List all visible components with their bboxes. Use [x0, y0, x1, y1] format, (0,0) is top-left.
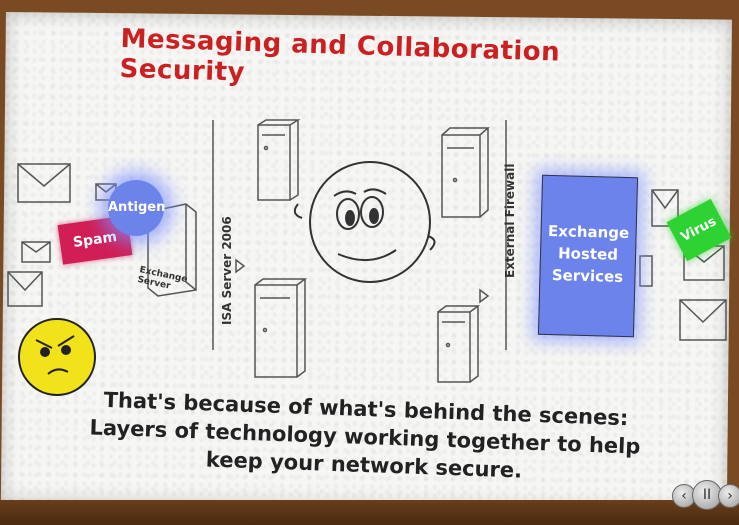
- exchange-hosted-services-box: Exchange Hosted Services: [537, 174, 639, 338]
- smiley-face-icon: [293, 161, 436, 283]
- ehs-line3: Services: [551, 266, 624, 286]
- exchange-server-icon: [147, 203, 197, 297]
- external-firewall-label: External Firewall: [503, 163, 517, 278]
- antigen-badge: Antigen: [108, 180, 165, 236]
- angry-face-icon: [18, 318, 96, 396]
- arrow-icon: [235, 258, 246, 274]
- envelope-icon: [7, 271, 43, 307]
- ehs-line1: Exchange: [547, 221, 630, 243]
- server-icon: [254, 278, 308, 378]
- arrow-icon: [479, 288, 490, 304]
- pause-button[interactable]: II: [692, 480, 722, 510]
- player-bottom-strip: [0, 500, 739, 525]
- ehs-line2: Hosted: [557, 244, 619, 264]
- envelope-icon: [651, 189, 679, 227]
- envelope-icon: [21, 241, 51, 263]
- server-icon: [441, 127, 490, 218]
- envelope-icon: [679, 299, 727, 341]
- server-icon: [437, 305, 481, 383]
- server-icon: [257, 119, 301, 201]
- envelope-icon: [639, 255, 653, 287]
- envelope-icon: [17, 163, 71, 203]
- isa-server-label: ISA Server 2006: [220, 216, 234, 325]
- next-button[interactable]: ›: [718, 484, 739, 508]
